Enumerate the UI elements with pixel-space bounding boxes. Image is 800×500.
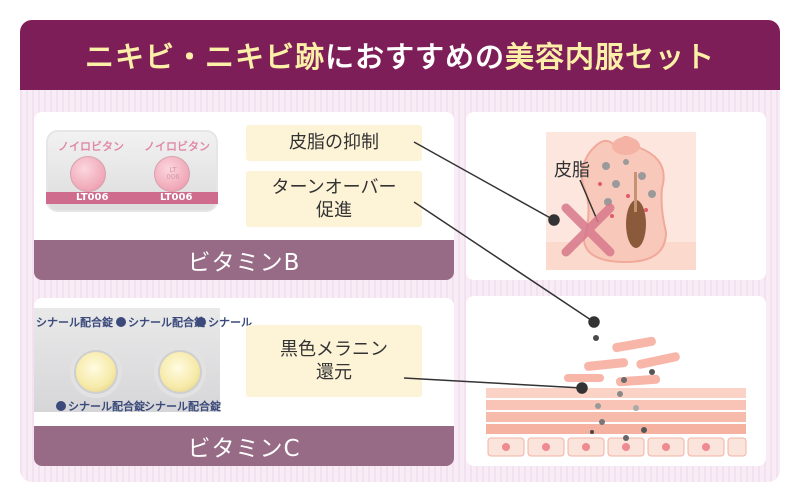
strip-print: シナール: [196, 314, 252, 330]
effect-tag-text: ターンオーバー: [271, 176, 397, 198]
vitamin-b-blister-image: ノイロビタン ノイロビタン LT 006 LT006 LT006: [46, 130, 218, 212]
skin-layers-illustration: [486, 335, 747, 457]
clogged-pore-shape: [580, 136, 668, 264]
pore-diagram-panel: 皮脂: [466, 112, 766, 280]
effect-tag-melanin: 黒色メラニン 還元: [246, 325, 422, 397]
sebum-label: 皮脂: [554, 160, 590, 181]
skin-layers-panel: [466, 296, 766, 466]
vitamin-b-panel: ノイロビタン ノイロビタン LT 006 LT006 LT006 皮脂の抑制 タ…: [34, 112, 454, 280]
pink-tablet: [70, 156, 106, 192]
melanin-particles: [590, 335, 655, 441]
effect-tag-turnover: ターンオーバー 促進: [246, 171, 422, 227]
cell-nuclei: [502, 443, 710, 451]
vitamin-b-label: ビタミンB: [34, 240, 454, 280]
title-highlight-acne: ニキビ・ニキビ跡: [84, 40, 325, 74]
vitamin-c-label: ビタミンC: [34, 426, 454, 466]
pore-opening: [612, 137, 640, 155]
hair-follicle: [626, 200, 646, 248]
sebum-pointer: [579, 179, 599, 223]
effect-tag-text: 皮脂の抑制: [289, 132, 379, 154]
vitamin-c-panel: シナール配合錠 シナール配合錠 シナール シナール配合錠 シナール配合錠 黒色メ…: [34, 298, 454, 466]
blister-code-band: [46, 192, 218, 204]
blister-code: LT006: [160, 192, 193, 203]
strip-print: シナール配合錠: [34, 314, 113, 330]
vitamin-c-blister-image: シナール配合錠 シナール配合錠 シナール シナール配合錠 シナール配合錠: [34, 308, 252, 414]
title-middle: におすすめの: [324, 40, 505, 74]
blister-product-name: ノイロビタン: [58, 140, 124, 153]
effect-tag-sebum: 皮脂の抑制: [246, 125, 422, 161]
strip-print: シナール配合錠: [116, 314, 205, 330]
blister-product-name: ノイロビタン: [144, 140, 210, 153]
yellow-tablet: [158, 350, 202, 394]
strip-print: シナール配合錠: [144, 400, 221, 413]
effect-tag-text: 促進: [316, 200, 352, 221]
effect-tag-text: 黒色メラニン: [280, 338, 388, 360]
strip-print: シナール配合錠: [56, 398, 145, 414]
yellow-tablet: [74, 350, 118, 394]
epidermis-layers: [486, 388, 746, 434]
shedding-skin-cells: [564, 336, 680, 387]
content-frame: ニキビ・ニキビ跡におすすめの美容内服セット ノイロビタン ノイロビタン LT 0…: [20, 20, 780, 482]
tablet-imprint: LT 006: [166, 166, 180, 181]
effect-tag-text: 還元: [316, 362, 352, 383]
pink-tablet: LT 006: [154, 156, 190, 192]
title-banner: ニキビ・ニキビ跡におすすめの美容内服セット: [20, 20, 780, 90]
hair-shaft: [634, 172, 637, 212]
pore-illustration: 皮脂: [546, 132, 696, 270]
page-title: ニキビ・ニキビ跡におすすめの美容内服セット: [85, 34, 715, 76]
blister-code: LT006: [76, 192, 109, 203]
inflammation-dots: [598, 182, 648, 218]
title-highlight-set: 美容内服セット: [505, 40, 716, 74]
